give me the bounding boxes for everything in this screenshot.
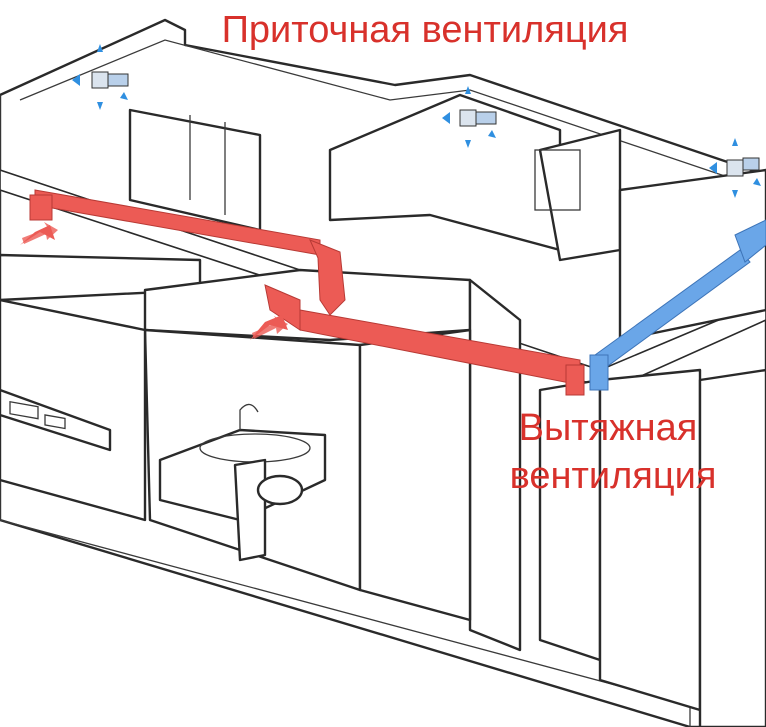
exhaust-ventilation-label-line1: Вытяжная bbox=[519, 407, 698, 449]
toilet bbox=[233, 458, 304, 562]
supply-duct bbox=[589, 219, 766, 391]
exhaust-ventilation-label-line2: вентиляция bbox=[510, 455, 717, 497]
supply-ventilation-label: Приточная вентиляция bbox=[222, 9, 629, 51]
wall-supply-valve-icon bbox=[72, 44, 761, 198]
exhaust-intake-arrow-icon bbox=[20, 222, 288, 340]
exhaust-duct bbox=[29, 189, 585, 396]
kitchen-counter bbox=[0, 388, 112, 452]
